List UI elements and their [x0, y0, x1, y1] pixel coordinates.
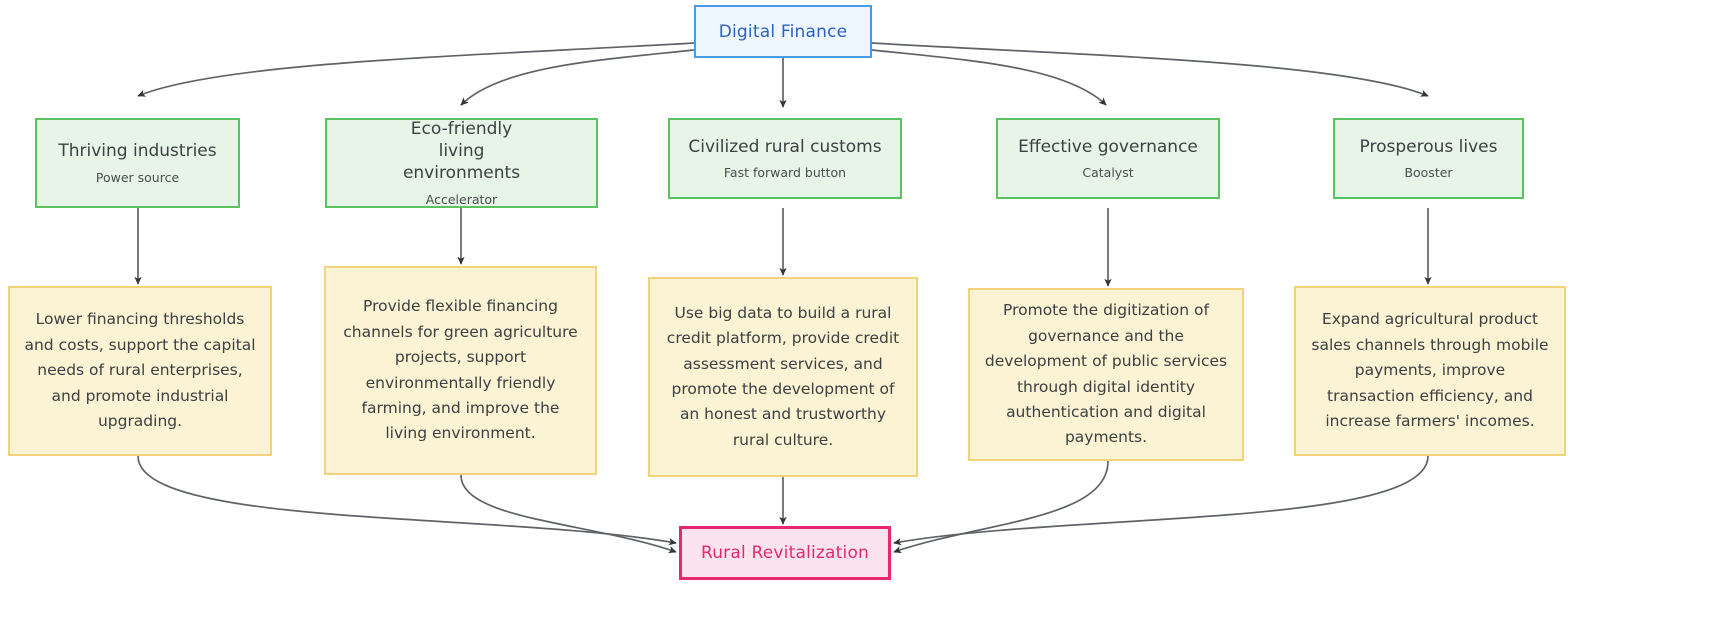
edge-action-5-to-goal [893, 455, 1429, 546]
node-action-5-text: Expand agricultural product sales channe… [1311, 310, 1549, 431]
node-action-digitization-of-governance[interactable]: Promote the digitization of governance a… [968, 288, 1244, 461]
node-action-3-text: Use big data to build a rural credit pla… [666, 303, 900, 449]
node-effective-governance[interactable]: Effective governance Catalyst [996, 118, 1220, 199]
node-civilized-rural-customs-subtitle: Fast forward button [723, 165, 847, 181]
node-action-1-text: Lower financing thresholds and costs, su… [24, 310, 256, 431]
node-prosperous-lives[interactable]: Prosperous lives Booster [1333, 118, 1524, 199]
node-thriving-industries-subtitle: Power source [95, 169, 180, 185]
node-effective-governance-subtitle: Catalyst [1082, 165, 1134, 181]
node-rural-revitalization-label: Rural Revitalization [700, 543, 870, 563]
edge-action-4-to-goal [893, 460, 1109, 554]
edge-action-1-to-goal [137, 455, 677, 546]
edge-root-to-pillar-4 [871, 49, 1107, 106]
node-action-4-text: Promote the digitization of governance a… [984, 301, 1228, 447]
node-eco-friendly-title: Eco-friendly living environments [402, 119, 521, 183]
node-thriving-industries-title: Thriving industries [58, 141, 217, 162]
node-action-expand-agricultural-sales[interactable]: Expand agricultural product sales channe… [1294, 286, 1566, 456]
node-digital-finance[interactable]: Digital Finance [694, 5, 872, 58]
node-action-lower-financing-thresholds[interactable]: Lower financing thresholds and costs, su… [8, 286, 272, 456]
node-civilized-rural-customs-title: Civilized rural customs [688, 136, 882, 157]
node-effective-governance-title: Effective governance [1018, 136, 1198, 157]
node-action-2-text: Provide flexible financing channels for … [343, 297, 578, 443]
node-prosperous-lives-subtitle: Booster [1404, 165, 1453, 181]
node-eco-friendly-living-environments[interactable]: Eco-friendly living environments Acceler… [325, 118, 598, 208]
node-action-big-data-rural-credit-platform[interactable]: Use big data to build a rural credit pla… [648, 277, 918, 477]
node-civilized-rural-customs[interactable]: Civilized rural customs Fast forward but… [668, 118, 902, 199]
node-thriving-industries[interactable]: Thriving industries Power source [35, 118, 240, 208]
node-prosperous-lives-title: Prosperous lives [1359, 136, 1498, 157]
edge-root-to-pillar-2 [460, 49, 695, 106]
node-rural-revitalization[interactable]: Rural Revitalization [679, 526, 891, 580]
edge-root-to-pillar-5 [871, 42, 1429, 97]
node-digital-finance-label: Digital Finance [718, 21, 848, 42]
node-action-flexible-financing-channels[interactable]: Provide flexible financing channels for … [324, 266, 597, 475]
node-eco-friendly-subtitle: Accelerator [425, 191, 498, 207]
edge-root-to-pillar-1 [137, 42, 695, 97]
edge-action-2-to-goal [460, 474, 677, 554]
